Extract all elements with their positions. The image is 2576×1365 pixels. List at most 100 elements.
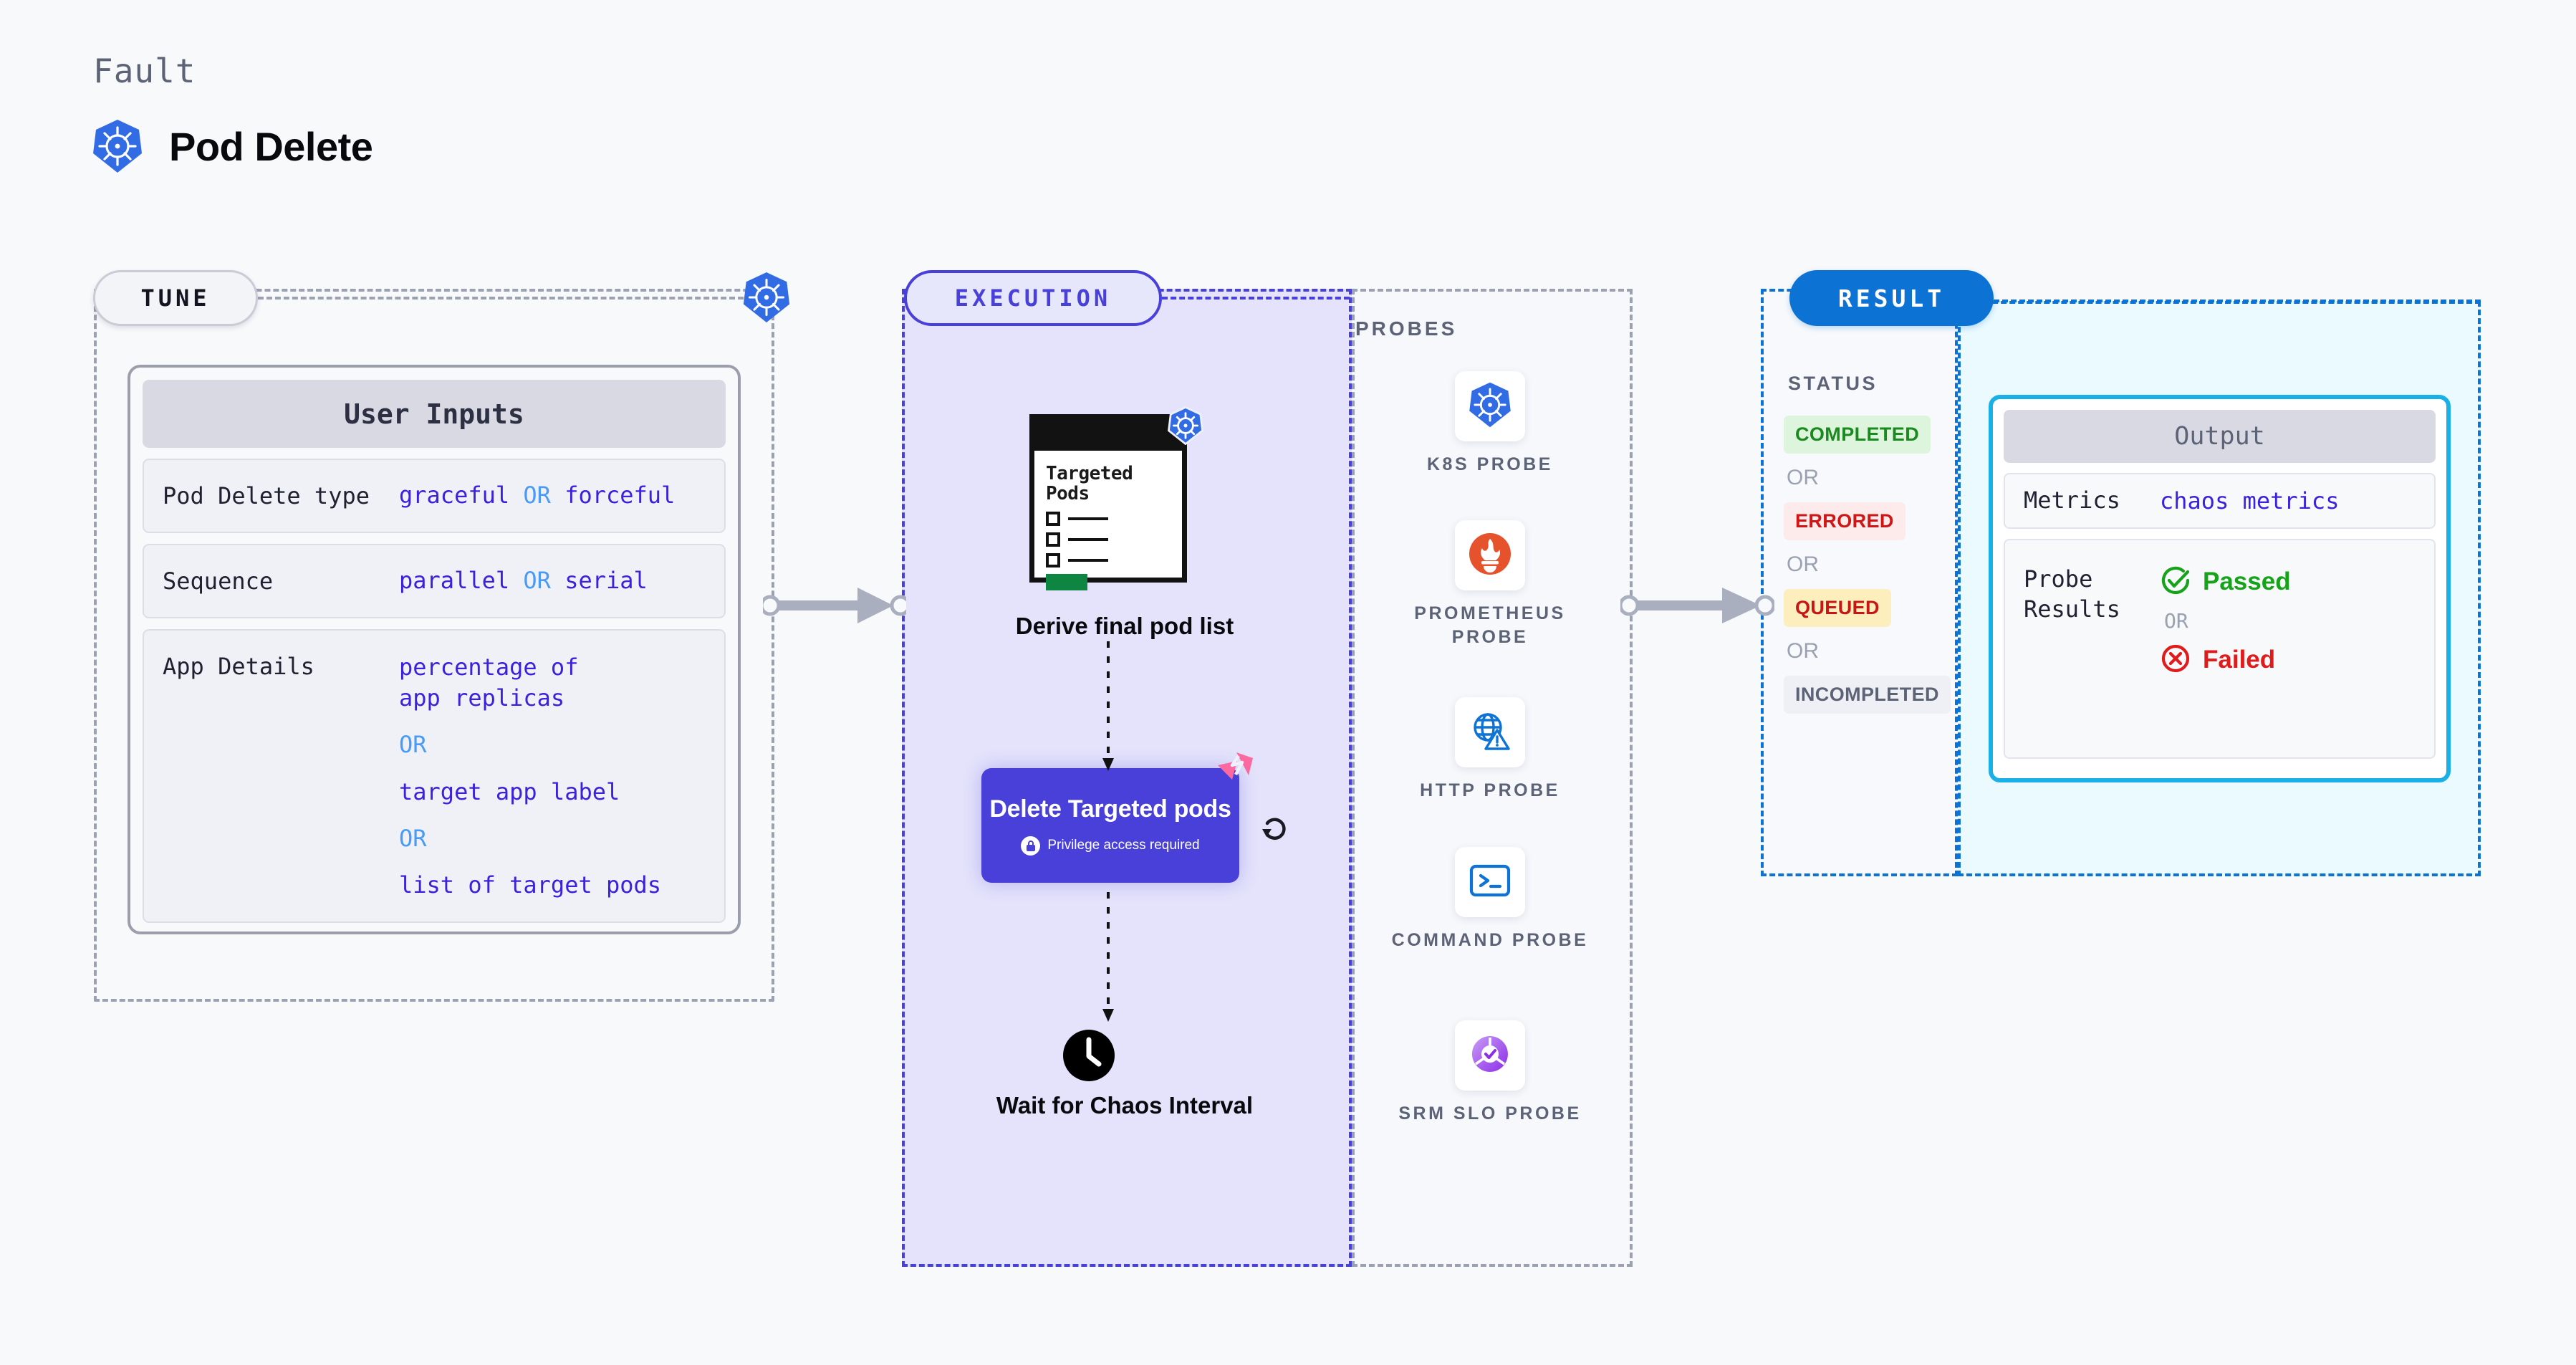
value-separator: OR xyxy=(523,482,551,509)
probe-result-passed: Passed xyxy=(2160,565,2291,599)
arrow-delete-to-wait xyxy=(1102,892,1114,1022)
result-panel xyxy=(1761,289,1958,876)
probes-panel xyxy=(1352,289,1633,1267)
probe-srm-slo[interactable]: SRM SLO PROBE xyxy=(1383,1020,1597,1126)
retry-loop-icon[interactable] xyxy=(1258,812,1292,848)
connector-execution-to-result xyxy=(1620,588,1774,623)
status-list: COMPLETED OR ERRORED OR QUEUED OR INCOMP… xyxy=(1784,416,1963,714)
checklist-item xyxy=(1046,532,1171,547)
tune-leader-line xyxy=(258,297,752,300)
value-separator-2: OR xyxy=(399,824,427,852)
probe-http[interactable]: HTTP PROBE xyxy=(1383,697,1597,803)
delete-targeted-pods-node[interactable]: Delete Targeted pods Privilege access re… xyxy=(981,752,1253,883)
value-option-2: target app label xyxy=(399,777,620,805)
value-option-2: serial xyxy=(564,567,648,595)
globe-warning-icon xyxy=(1468,709,1512,757)
line-placeholder xyxy=(1068,517,1108,521)
probe-tile xyxy=(1455,1020,1525,1091)
kubernetes-icon xyxy=(1167,406,1204,449)
tab-tune[interactable]: TUNE xyxy=(93,270,258,326)
probe-label: HTTP PROBE xyxy=(1420,780,1560,800)
status-separator-3: OR xyxy=(1787,639,1819,663)
probe-result-label: Passed xyxy=(2203,567,2291,595)
input-row-app-details[interactable]: App Details percentage of app replicas O… xyxy=(143,629,726,923)
probe-command[interactable]: COMMAND PROBE xyxy=(1383,847,1597,952)
probe-prometheus[interactable]: PROMETHEUS PROBE xyxy=(1383,520,1597,649)
output-key: Probe Results xyxy=(2024,565,2120,623)
probes-section-title: PROBES xyxy=(1355,317,1458,340)
privilege-note-text: Privilege access required xyxy=(1047,838,1200,853)
status-badge-completed: COMPLETED xyxy=(1784,416,1931,454)
card-title-bar xyxy=(1034,419,1182,451)
status-section-title: STATUS xyxy=(1788,373,1878,394)
output-row-probe-results[interactable]: Probe Results Passed OR xyxy=(2004,539,2436,759)
probe-tile xyxy=(1455,371,1525,441)
output-row-metrics[interactable]: Metrics chaos metrics xyxy=(2004,473,2436,529)
probe-result-failed: Failed xyxy=(2160,643,2291,677)
kubernetes-icon xyxy=(742,271,791,327)
input-value: percentage of app replicas OR target app… xyxy=(399,652,661,906)
lock-icon xyxy=(1021,835,1041,856)
probe-tile xyxy=(1455,520,1525,590)
value-option-2: forceful xyxy=(564,482,676,509)
targeted-pods-card: Targeted Pods xyxy=(1029,414,1187,591)
check-circle-icon xyxy=(2160,565,2191,599)
input-key: Sequence xyxy=(163,567,274,595)
value-option-1: parallel xyxy=(399,567,510,595)
checklist-item xyxy=(1046,512,1171,527)
probe-results-values: Passed OR Failed xyxy=(2160,565,2291,677)
fault-title-row: Pod Delete xyxy=(92,118,373,174)
value-separator-1: OR xyxy=(399,731,427,759)
litmus-chaos-icon xyxy=(1215,751,1255,792)
status-separator-2: OR xyxy=(1787,552,1819,576)
result-leader-line xyxy=(1994,300,2481,302)
probe-label: K8S PROBE xyxy=(1427,454,1553,474)
connector-tune-to-execution xyxy=(763,588,906,623)
input-value: parallel OR serial xyxy=(399,565,648,596)
page-title: Pod Delete xyxy=(169,123,373,169)
node-label-derive-pod-list: Derive final pod list xyxy=(1015,613,1234,639)
probe-label: COMMAND PROBE xyxy=(1391,930,1589,950)
output-value: chaos metrics xyxy=(2160,487,2340,514)
line-placeholder xyxy=(1068,559,1108,562)
value-separator: OR xyxy=(523,567,551,595)
status-badge-errored: ERRORED xyxy=(1784,502,1905,540)
status-badge-queued: QUEUED xyxy=(1784,589,1891,627)
input-key: App Details xyxy=(163,653,314,680)
tab-execution[interactable]: EXECUTION xyxy=(904,270,1162,326)
clock-icon xyxy=(1062,1028,1116,1086)
checkbox-icon xyxy=(1046,512,1060,527)
status-separator-1: OR xyxy=(1787,466,1819,489)
pod-checklist xyxy=(1046,512,1171,591)
fault-kicker: Fault xyxy=(93,52,196,90)
input-row-pod-delete-type[interactable]: Pod Delete type graceful OR forceful xyxy=(143,459,726,533)
output-key: Metrics xyxy=(2024,487,2120,514)
input-value: graceful OR forceful xyxy=(399,480,675,511)
line-placeholder xyxy=(1068,538,1108,542)
node-label-wait-chaos-interval: Wait for Chaos Interval xyxy=(996,1092,1254,1119)
value-option-1: percentage of app replicas xyxy=(399,653,579,712)
value-option-1: graceful xyxy=(399,482,510,509)
tab-result[interactable]: RESULT xyxy=(1789,270,1994,326)
checklist-item xyxy=(1046,553,1171,568)
progress-bar xyxy=(1046,574,1087,591)
kubernetes-icon xyxy=(92,118,143,174)
probe-tile xyxy=(1455,847,1525,917)
targeted-pods-title: Targeted Pods xyxy=(1046,463,1133,505)
execution-leader-line xyxy=(1162,297,1350,300)
probe-result-separator: OR xyxy=(2164,609,2188,633)
probe-k8s[interactable]: K8S PROBE xyxy=(1383,371,1597,476)
user-inputs-card: User Inputs Pod Delete type graceful OR … xyxy=(128,365,741,934)
input-row-sequence[interactable]: Sequence parallel OR serial xyxy=(143,544,726,618)
output-card: Output Metrics chaos metrics Probe Resul… xyxy=(1989,395,2451,782)
arrow-derive-to-delete xyxy=(1102,641,1114,771)
probe-label: SRM SLO PROBE xyxy=(1398,1103,1582,1124)
probe-tile xyxy=(1455,697,1525,767)
prometheus-icon xyxy=(1468,532,1512,580)
srm-slo-icon xyxy=(1468,1033,1512,1078)
value-option-3: list of target pods xyxy=(399,871,662,899)
probe-label: PROMETHEUS PROBE xyxy=(1414,603,1566,647)
probe-result-label: Failed xyxy=(2203,646,2276,674)
user-inputs-header: User Inputs xyxy=(143,380,726,448)
